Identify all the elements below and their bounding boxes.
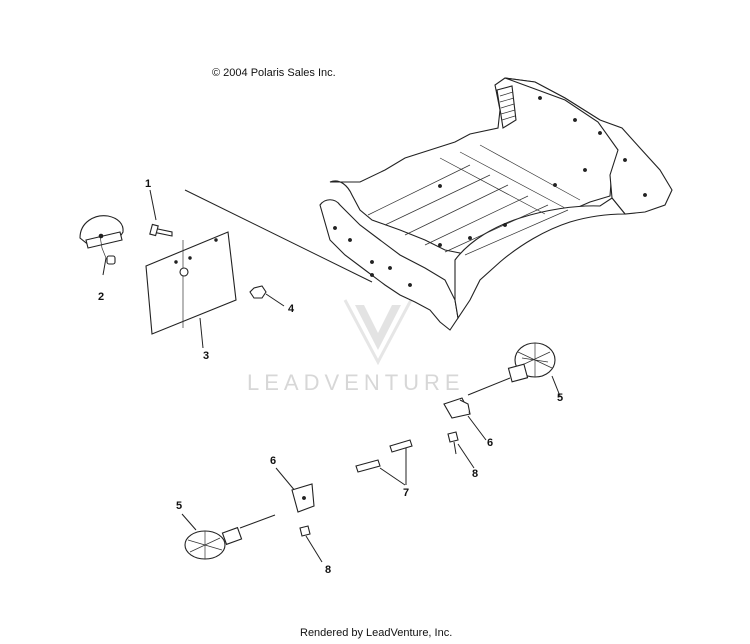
bracket-part-6-lower bbox=[275, 467, 315, 513]
callout-3: 3 bbox=[203, 350, 210, 362]
callout-4: 4 bbox=[288, 303, 295, 315]
bolts-part-7 bbox=[355, 439, 413, 486]
turn-signal-part-5-upper bbox=[467, 342, 561, 397]
callout-7: 7 bbox=[403, 487, 410, 499]
footer-text: Rendered by LeadVenture, Inc. bbox=[300, 627, 453, 639]
copyright-text: © 2004 Polaris Sales Inc. bbox=[212, 67, 336, 79]
callout-5-lower: 5 bbox=[176, 500, 183, 512]
callout-5-upper: 5 bbox=[557, 392, 564, 404]
callout-6-upper: 6 bbox=[487, 437, 494, 449]
bracket-part-6-upper bbox=[443, 397, 487, 441]
nut-part-4 bbox=[249, 285, 285, 307]
watermark-text: LEADVENTURE bbox=[247, 370, 465, 395]
callout-2: 2 bbox=[98, 291, 105, 303]
callout-6-lower: 6 bbox=[270, 455, 277, 467]
bolt-part-1 bbox=[149, 189, 173, 237]
callout-8-lower: 8 bbox=[325, 564, 332, 576]
callout-8-upper: 8 bbox=[472, 468, 479, 480]
license-plate-bracket-part-3 bbox=[145, 189, 373, 349]
callout-1: 1 bbox=[145, 178, 152, 190]
license-light-part-2 bbox=[79, 215, 124, 276]
turn-signal-part-5-lower bbox=[181, 513, 276, 560]
screw-part-8-lower bbox=[299, 525, 323, 563]
screw-part-8-upper bbox=[447, 431, 475, 469]
rear-fender bbox=[319, 77, 673, 331]
